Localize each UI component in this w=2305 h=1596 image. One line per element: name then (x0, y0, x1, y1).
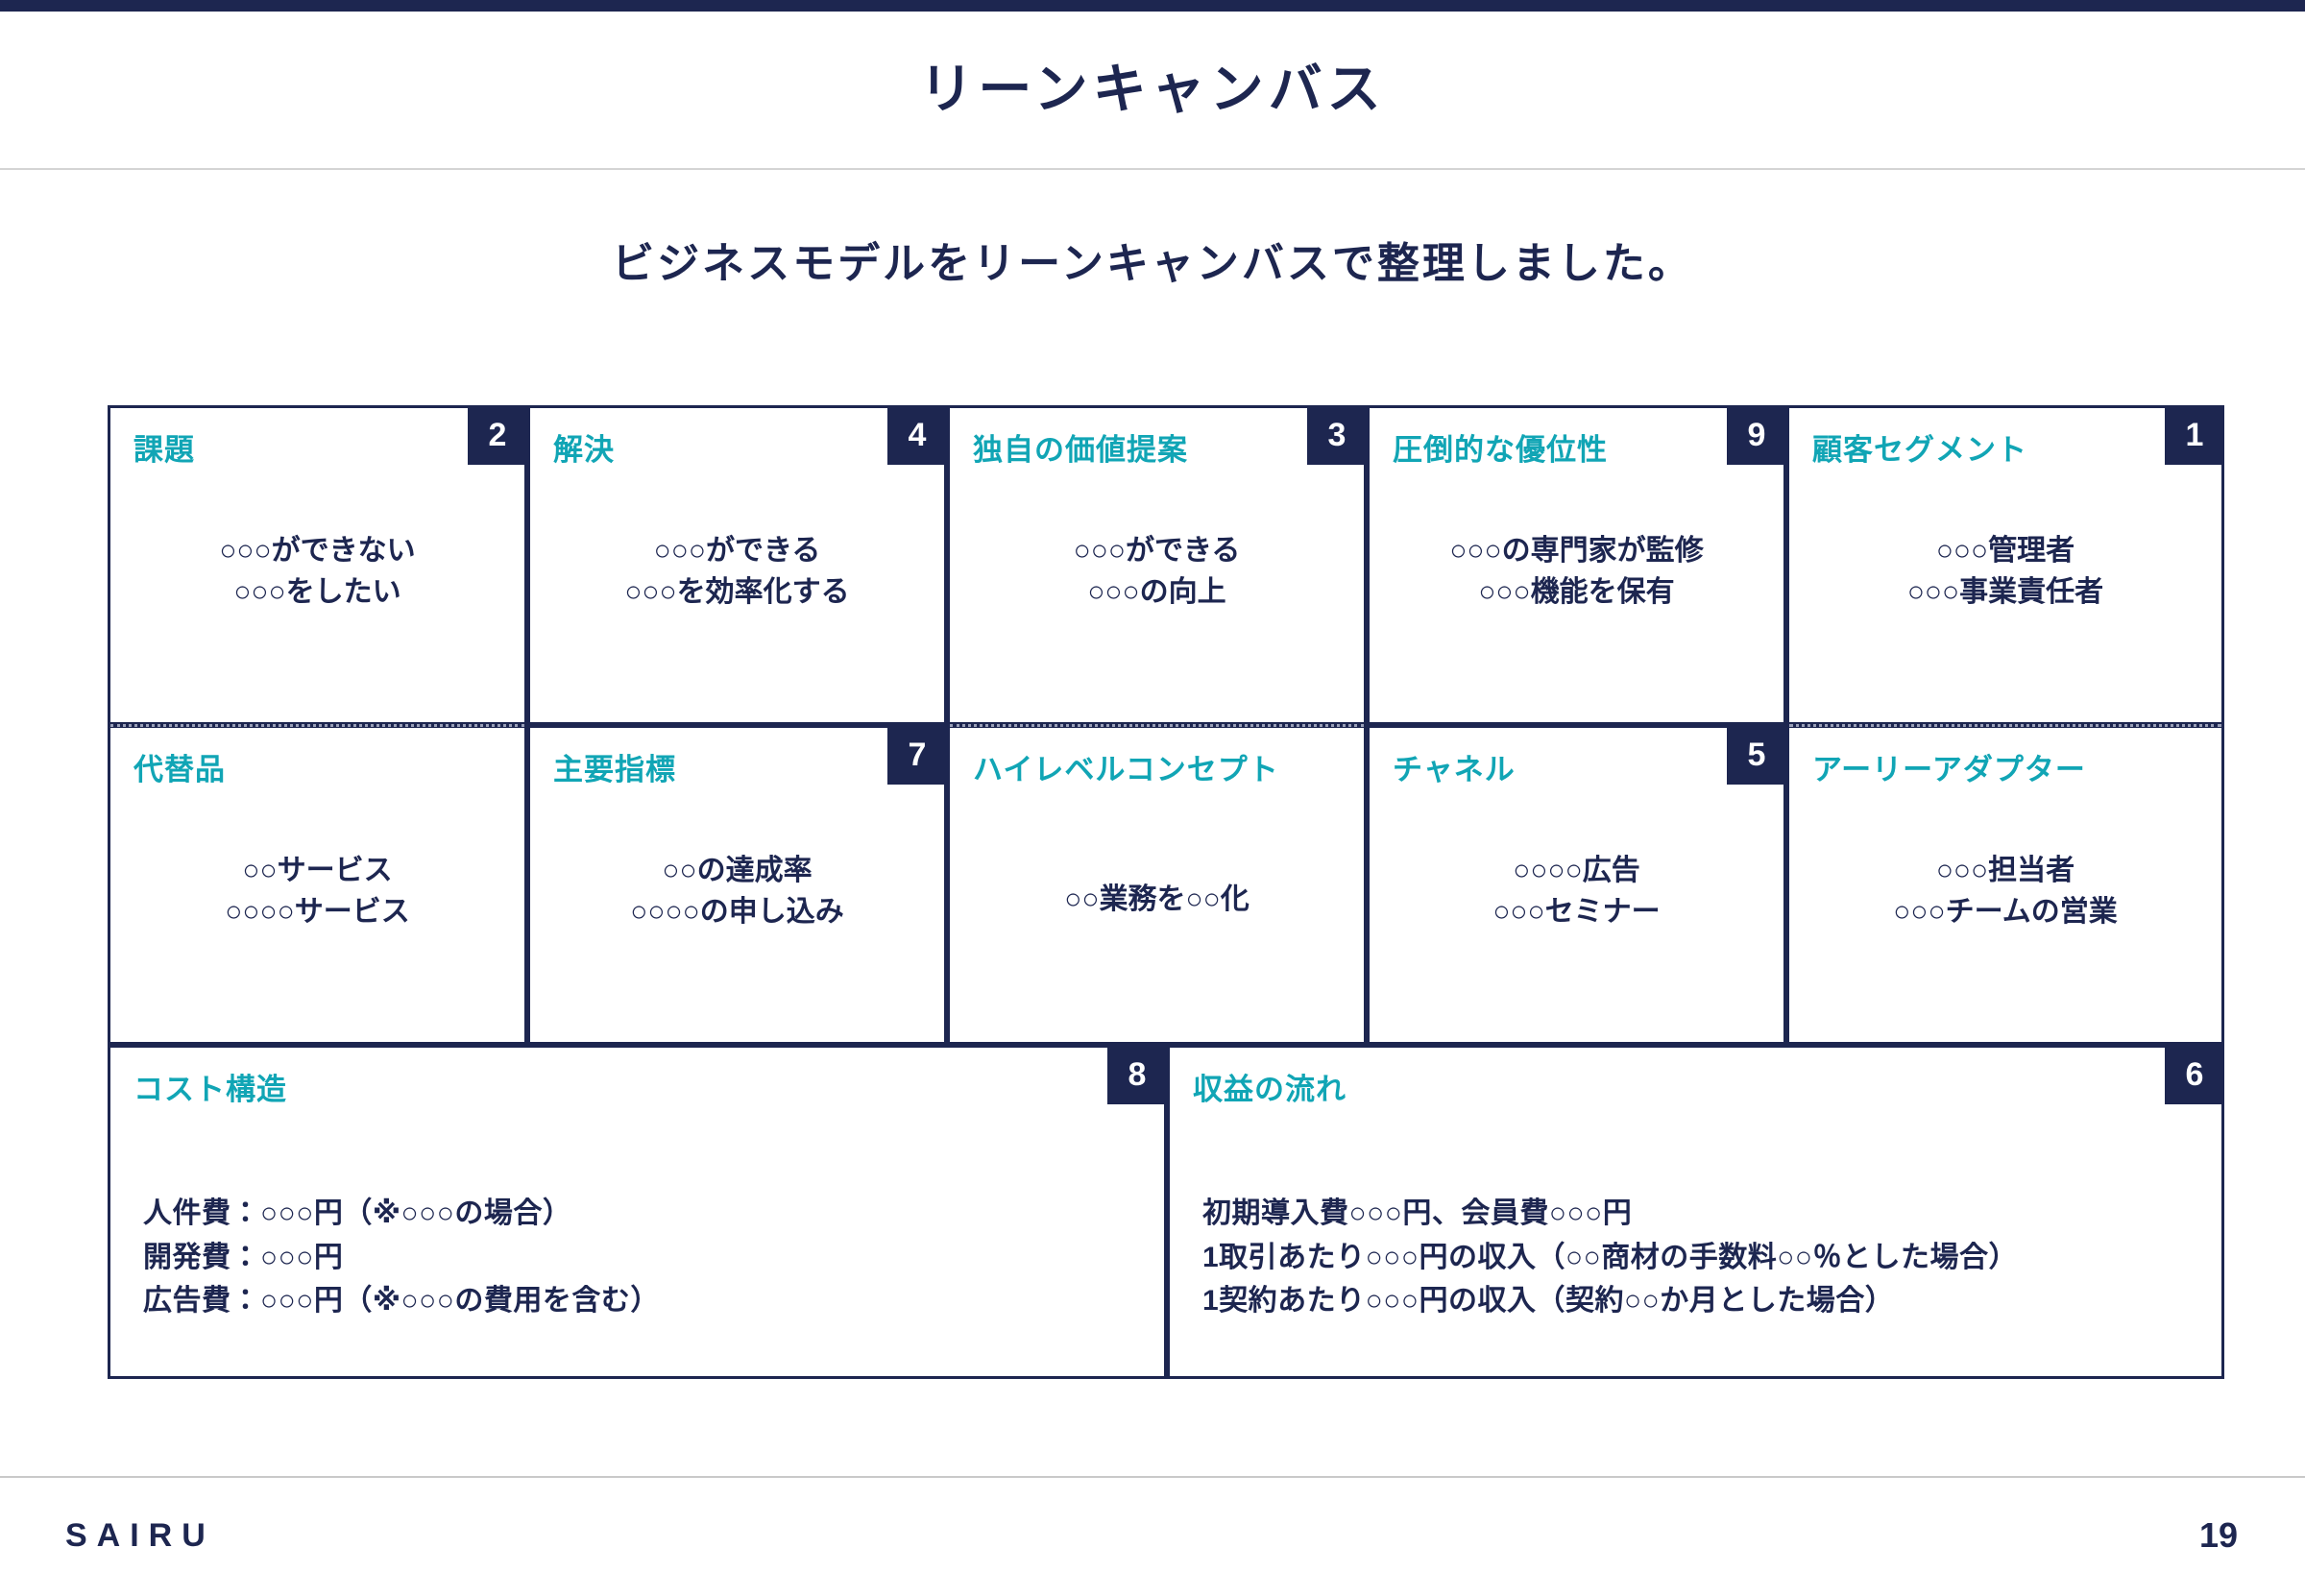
canvas-cell-number-badge: 4 (887, 408, 944, 465)
canvas-cell-body: ○○業務を○○化 (950, 880, 1364, 921)
page-number: 19 (2198, 1515, 2238, 1555)
canvas-cell[interactable]: ハイレベルコンセプト ○○業務を○○化 (947, 725, 1367, 1045)
canvas-cell-title: 代替品 (133, 753, 226, 786)
canvas-cell-line: ○○○ができる (1073, 535, 1241, 567)
canvas-cell-line: ○○の達成率 (662, 855, 813, 886)
canvas-cell[interactable]: 収益の流れ 6 初期導入費○○○円、会員費○○○円 1取引あたり○○○円の収入（○○商… (1167, 1045, 2224, 1379)
canvas-cell-body: ○○○の専門家が監修 ○○○機能を保有 (1370, 531, 1783, 613)
canvas-row-dotted-divider (110, 724, 524, 727)
canvas-cell[interactable]: 課題 2 ○○○ができない ○○○をしたい (108, 405, 527, 725)
canvas-cell-title: ハイレベルコンセプト (973, 753, 1279, 786)
canvas-cell-line: ○○サービス (242, 855, 393, 886)
canvas-cell-title: 収益の流れ (1193, 1073, 1347, 1106)
canvas-cell-title: 解決 (553, 433, 615, 467)
canvas-cell[interactable]: アーリーアダプター ○○○担当者 ○○○チームの営業 (1786, 725, 2224, 1045)
canvas-cell-body: 人件費：○○○円（※○○○の場合） 開発費：○○○円広告費：○○○円（※○○○の費… (143, 1192, 1131, 1323)
canvas-cell-body: ○○○○広告 ○○○セミナー (1370, 851, 1783, 932)
canvas-cell-line: 初期導入費○○○円、会員費○○○円 (1202, 1197, 1633, 1229)
canvas-cell-title: 独自の価値提案 (973, 433, 1188, 467)
canvas-cell-body: ○○○ができる ○○○の向上 (950, 531, 1364, 613)
canvas-cell-number-badge: 7 (887, 728, 944, 785)
canvas-cell-line: ○○○ができる (653, 535, 821, 567)
canvas-cell-line: 開発費：○○○円 (143, 1241, 344, 1273)
footer-divider (0, 1476, 2305, 1478)
canvas-cell-body: ○○サービス ○○○○サービス (110, 851, 524, 932)
canvas-cell-line: 1取引あたり○○○円の収入（○○商材の手数料○○％とした場合） (1202, 1241, 2019, 1273)
canvas-cell-line: ○○○セミナー (1492, 895, 1661, 928)
canvas-cell-title: 顧客セグメント (1812, 433, 2027, 467)
canvas-cell-line: 広告費：○○○円（※○○○の費用を含む） (143, 1285, 660, 1318)
canvas-cell-title: 圧倒的な優位性 (1393, 433, 1608, 467)
canvas-cell-line: ○○○チームの営業 (1893, 895, 2118, 928)
canvas-cell-number-badge: 1 (2165, 408, 2221, 465)
canvas-cell-line: ○○業務を○○化 (1064, 883, 1250, 915)
canvas-cell-body: ○○○管理者 ○○○事業責任者 (1789, 531, 2221, 613)
brand-logo: SAIRU (65, 1517, 215, 1554)
canvas-cell-line: ○○○の専門家が監修 (1449, 535, 1704, 567)
canvas-cell-body: ○○○担当者 ○○○チームの営業 (1789, 851, 2221, 932)
canvas-cell-line: ○○○担当者 (1935, 855, 2075, 886)
canvas-cell-number-badge: 9 (1727, 408, 1783, 465)
canvas-row-dotted-divider (1789, 724, 2221, 727)
canvas-cell-line: ○○○ができない (219, 535, 416, 567)
canvas-row-dotted-divider (950, 724, 1364, 727)
canvas-cell-line: ○○○管理者 (1935, 535, 2075, 567)
canvas-cell-line: 1契約あたり○○○円の収入（契約○○か月とした場合） (1202, 1285, 1895, 1318)
canvas-cell-line: ○○○をしたい (233, 575, 401, 608)
lean-canvas: 課題 2 ○○○ができない ○○○をしたい 解決 4 ○○○ができる ○○○を効率化する 独自の… (108, 405, 2224, 1379)
canvas-cell[interactable]: 圧倒的な優位性 9 ○○○の専門家が監修 ○○○機能を保有 (1367, 405, 1786, 725)
canvas-cell[interactable]: 解決 4 ○○○ができる ○○○を効率化する (527, 405, 947, 725)
canvas-cell-title: 課題 (133, 433, 195, 467)
canvas-cell-title: コスト構造 (133, 1073, 287, 1106)
canvas-cell-line: 人件費：○○○円（※○○○の場合） (143, 1197, 572, 1229)
canvas-cell-title: 主要指標 (553, 753, 676, 786)
page-title: リーンキャンバス (919, 59, 1386, 119)
canvas-cell-line: ○○○○広告 (1513, 855, 1640, 886)
canvas-cell-line: ○○○を効率化する (624, 575, 850, 608)
canvas-cell-body: ○○○ができる ○○○を効率化する (530, 531, 944, 613)
canvas-cell-body: ○○の達成率 ○○○○の申し込み (530, 851, 944, 932)
canvas-cell[interactable]: 顧客セグメント 1 ○○○管理者 ○○○事業責任者 (1786, 405, 2224, 725)
canvas-cell[interactable]: 主要指標 7 ○○の達成率 ○○○○の申し込み (527, 725, 947, 1045)
canvas-cell[interactable]: 代替品 ○○サービス ○○○○サービス (108, 725, 527, 1045)
canvas-cell-line: ○○○○サービス (225, 895, 410, 928)
canvas-cell[interactable]: 独自の価値提案 3 ○○○ができる ○○○の向上 (947, 405, 1367, 725)
canvas-cell-number-badge: 8 (1107, 1048, 1164, 1104)
canvas-cell-line: ○○○機能を保有 (1478, 575, 1675, 608)
canvas-cell-line: ○○○事業責任者 (1906, 575, 2104, 608)
canvas-cell-title: チャネル (1393, 753, 1516, 786)
canvas-cell-number-badge: 6 (2165, 1048, 2221, 1104)
lead-sentence: ビジネスモデルをリーンキャンバスで整理しました。 (612, 240, 1693, 287)
top-accent-bar (0, 0, 2305, 12)
canvas-cell-number-badge: 5 (1727, 728, 1783, 785)
canvas-cell-line: ○○○の向上 (1087, 575, 1226, 608)
canvas-cell-body: 初期導入費○○○円、会員費○○○円 1取引あたり○○○円の収入（○○商材の手数料○… (1202, 1192, 2189, 1323)
canvas-cell-line: ○○○○の申し込み (630, 895, 844, 928)
canvas-cell-body: ○○○ができない ○○○をしたい (110, 531, 524, 613)
canvas-cell-number-badge: 2 (468, 408, 524, 465)
canvas-cell[interactable]: チャネル 5 ○○○○広告 ○○○セミナー (1367, 725, 1786, 1045)
title-divider (0, 168, 2305, 170)
canvas-cell-title: アーリーアダプター (1812, 753, 2086, 786)
canvas-cell-number-badge: 3 (1307, 408, 1364, 465)
canvas-cell[interactable]: コスト構造 8 人件費：○○○円（※○○○の場合） 開発費：○○○円広告費：○○○円（… (108, 1045, 1167, 1379)
